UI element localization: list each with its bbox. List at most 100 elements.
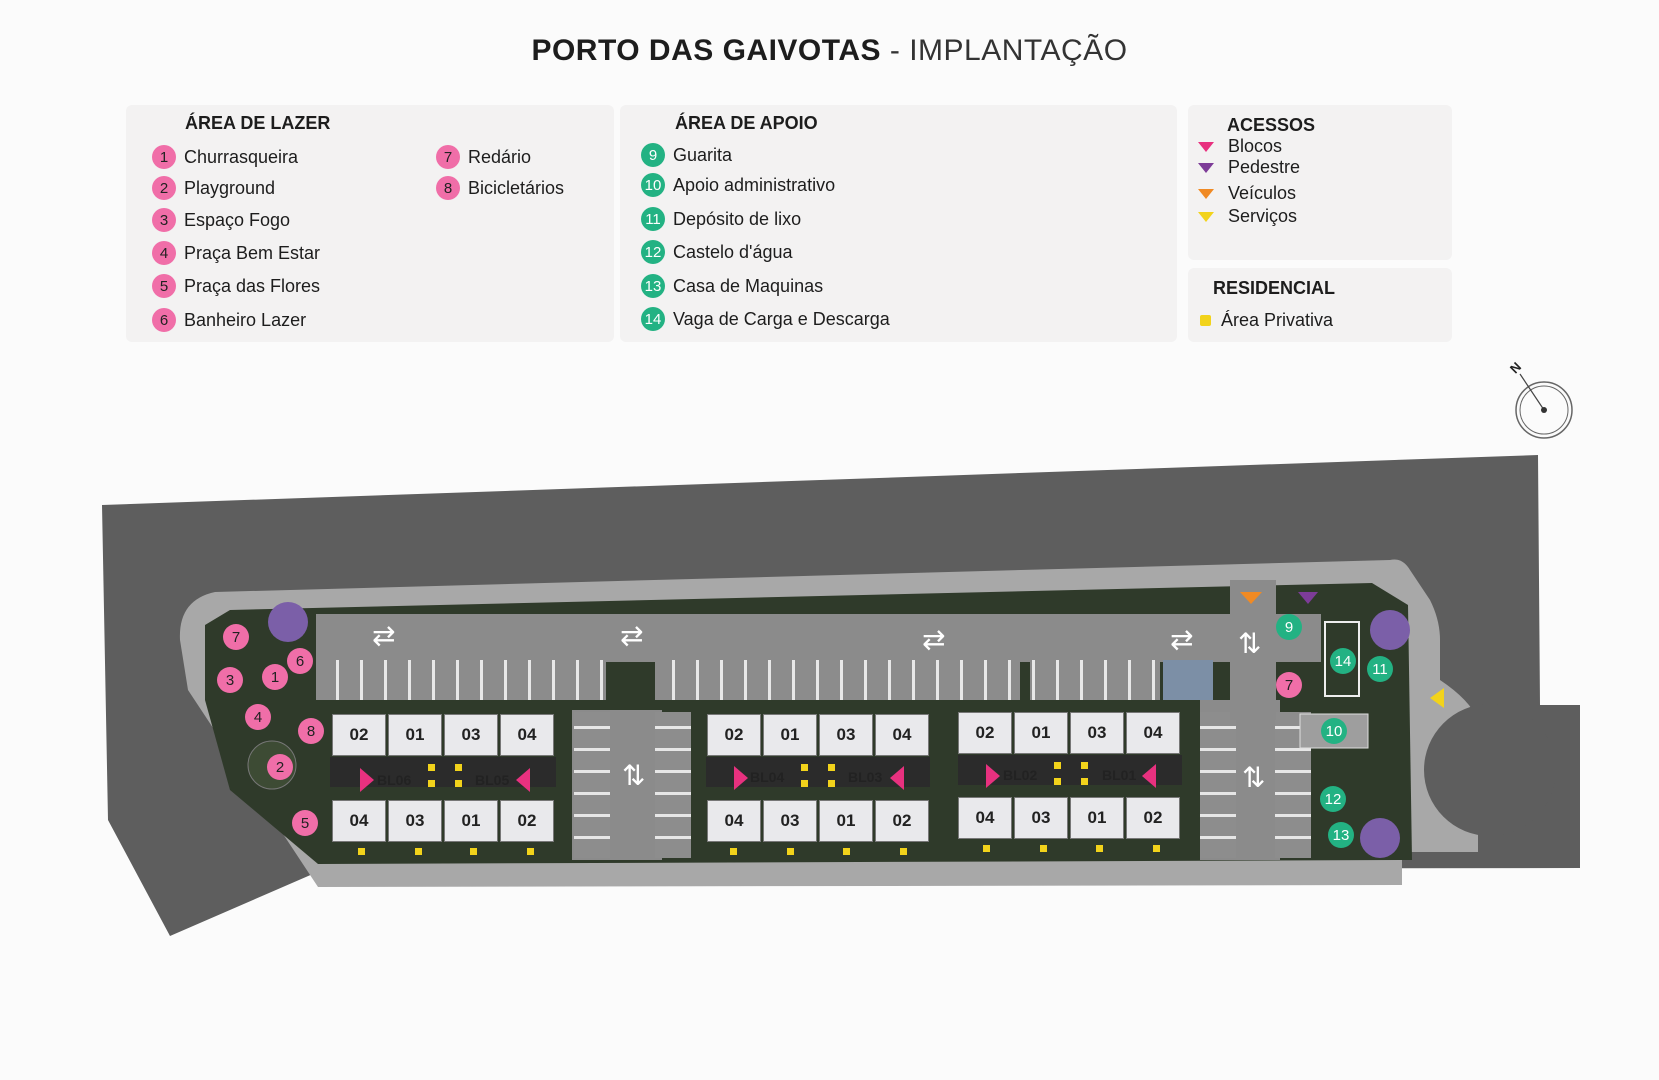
lazer-item-label: Churrasqueira <box>184 146 299 167</box>
block-label: BL05 <box>475 772 510 788</box>
apartment-unit: 03 <box>763 800 817 842</box>
block-access-icon <box>986 764 1000 788</box>
lazer-number-badge: 1 <box>152 145 176 169</box>
apartment-unit: 01 <box>819 800 873 842</box>
apartment-unit: 01 <box>1070 797 1124 839</box>
map-marker-b14: 14 <box>1330 648 1356 674</box>
traffic-two-way-arrow-icon: ⇄ <box>372 620 396 651</box>
access-item-label: Serviços <box>1228 206 1298 226</box>
legend-residencial-title: RESIDENCIAL <box>1213 278 1336 298</box>
parking-row-top-3 <box>1030 660 1160 700</box>
lazer-number-badge: 6 <box>152 308 176 332</box>
apartment-unit: 02 <box>332 714 386 756</box>
lazer-number-badge: 5 <box>152 274 176 298</box>
title-subtitle: IMPLANTAÇÃO <box>909 34 1128 67</box>
page-title: PORTO DAS GAIVOTAS - IMPLANTAÇÃO <box>0 34 1659 68</box>
block-label: BL02 <box>1003 767 1038 783</box>
map-marker-b11: 11 <box>1367 656 1393 682</box>
vehicle-access-icon <box>1240 592 1262 604</box>
title-separator: - <box>881 34 910 67</box>
legend-acessos-item: Serviços <box>1198 206 1297 227</box>
block-label: BL06 <box>377 772 412 788</box>
access-item-label: Veículos <box>1228 183 1297 203</box>
apartment-unit: 04 <box>500 714 554 756</box>
map-marker-b3: 3 <box>217 667 243 693</box>
apoio-item-label: Castelo d'água <box>673 241 793 262</box>
apoio-number-badge: 11 <box>641 207 665 231</box>
legend-acessos-item: Veículos <box>1198 183 1296 204</box>
map-marker-b13: 13 <box>1328 822 1354 848</box>
lane-1-parking-left <box>574 712 610 858</box>
private-area-label: Área Privativa <box>1221 310 1334 330</box>
map-marker-b2: 2 <box>267 754 293 780</box>
apartment-unit: 03 <box>819 714 873 756</box>
lazer-item-label: Praça das Flores <box>184 275 321 296</box>
lazer-item-label: Banheiro Lazer <box>184 309 307 330</box>
apartment-unit: 01 <box>1014 712 1068 754</box>
traffic-two-way-arrow-icon: ⇄ <box>1170 624 1194 655</box>
lazer-item-label: Redário <box>468 146 532 167</box>
block-label: BL01 <box>1102 767 1137 783</box>
apoio-number-badge: 12 <box>641 240 665 264</box>
lazer-number-badge: 7 <box>436 145 460 169</box>
apoio-number-badge: 9 <box>641 143 665 167</box>
private-area-swatch <box>1200 315 1211 326</box>
lazer-number-badge: 3 <box>152 208 176 232</box>
access-item-label: Pedestre <box>1228 157 1301 177</box>
traffic-two-way-arrow-icon: ⇄ <box>922 624 946 655</box>
legend-acessos-item: Blocos <box>1198 136 1282 157</box>
block-label: BL04 <box>750 769 785 785</box>
apartment-unit: 03 <box>1070 712 1124 754</box>
map-marker-b5: 5 <box>292 810 318 836</box>
legend-apoio-title: ÁREA DE APOIO <box>675 113 818 133</box>
title-name: PORTO DAS GAIVOTAS <box>531 34 882 67</box>
lazer-item-label: Praça Bem Estar <box>184 242 321 263</box>
block-access-icon <box>516 768 530 792</box>
map-marker-b8: 8 <box>298 718 324 744</box>
apartment-unit: 02 <box>958 712 1012 754</box>
parking-row-top-2 <box>655 660 1020 700</box>
apartment-unit: 03 <box>1014 797 1068 839</box>
traffic-vertical-arrow-icon: ⇅ <box>1242 762 1266 793</box>
legend-lazer-item: 6 Banheiro Lazer <box>152 308 306 332</box>
block-access-icon <box>360 768 374 792</box>
legend-acessos-title: ACESSOS <box>1227 115 1316 135</box>
apoio-item-label: Vaga de Carga e Descarga <box>673 308 890 329</box>
map-marker-b10: 10 <box>1321 718 1347 744</box>
loading-bay <box>1324 621 1360 697</box>
private-area-dots <box>358 762 1160 855</box>
legend-acessos-item: Pedestre <box>1198 157 1300 178</box>
access-triangle-icon <box>1198 162 1214 173</box>
access-triangle-icon <box>1198 141 1214 152</box>
vertical-entry <box>1230 580 1276 720</box>
traffic-vertical-arrow-icon: ⇅ <box>622 760 646 791</box>
lazer-item-label: Bicicletários <box>468 177 565 198</box>
map-marker-b7b: 7 <box>1276 672 1302 698</box>
apartment-unit: 04 <box>332 800 386 842</box>
lazer-number-badge: 4 <box>152 241 176 265</box>
legend-lazer-item: 4 Praça Bem Estar <box>152 241 320 265</box>
apartment-unit: 04 <box>1126 712 1180 754</box>
block-label: BL03 <box>848 769 883 785</box>
parking-row-top-1 <box>316 660 606 700</box>
access-triangle-icon <box>1198 188 1214 199</box>
legend-lazer-item: 5 Praça das Flores <box>152 274 320 298</box>
map-marker-b7a: 7 <box>223 624 249 650</box>
apartment-unit: 02 <box>707 714 761 756</box>
apoio-item-label: Depósito de lixo <box>673 208 802 229</box>
legend-acessos-panel: ACESSOS <box>1188 105 1452 260</box>
legend-apoio-item: 11 Depósito de lixo <box>641 207 801 231</box>
map-marker-b4: 4 <box>245 704 271 730</box>
pedestrian-access-icon <box>1298 592 1318 604</box>
traffic-vertical-arrow-icon: ⇅ <box>1238 628 1262 659</box>
apartment-unit: 04 <box>707 800 761 842</box>
legend-residencial-private-area: Área Privativa <box>1200 310 1333 331</box>
apartment-unit: 04 <box>958 797 1012 839</box>
